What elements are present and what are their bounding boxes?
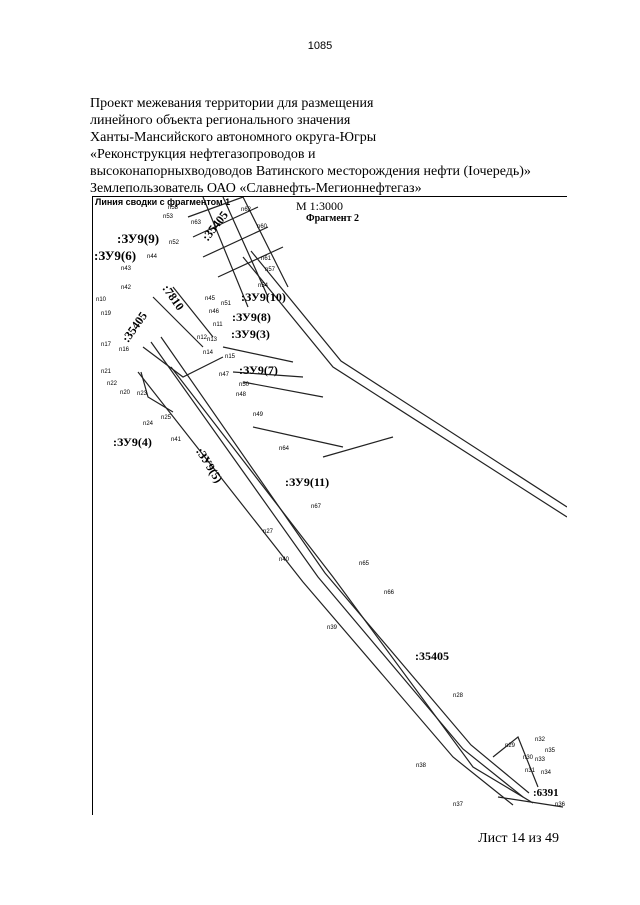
parcel-label: :ЗУ9(3): [231, 327, 270, 341]
point-label: n43: [121, 266, 132, 272]
parcel-label: :ЗУ9(4): [113, 435, 152, 449]
point-label: n50: [239, 382, 250, 388]
corridor-line: [170, 366, 534, 804]
point-label: n48: [236, 392, 247, 398]
point-label: n64: [279, 446, 290, 452]
parcel-label: :ЗУ9(6): [94, 248, 137, 263]
corridor-line: [150, 341, 524, 798]
link-line-label: Линия сводки с фрагментом 1: [95, 197, 231, 207]
point-label: n53: [163, 214, 174, 220]
point-label: n61: [261, 256, 272, 262]
corridor-line: [242, 256, 567, 518]
scale-label: М 1:3000: [296, 199, 344, 213]
corridor-line: [160, 336, 530, 794]
point-label: n24: [143, 421, 154, 427]
point-label: n25: [161, 415, 172, 421]
point-label: n13: [207, 337, 218, 343]
point-label: n65: [359, 561, 370, 567]
corridor-line: [137, 371, 514, 806]
point-label: n40: [279, 557, 290, 563]
map-drawing: [137, 197, 567, 808]
point-label: n54: [258, 283, 269, 289]
point-label: n51: [221, 301, 232, 307]
header-line: Землепользователь ОАО «Славнефть-Мегионн…: [90, 181, 422, 196]
point-label: n30: [523, 755, 534, 761]
sheet-number: Лист 14 из 49: [478, 831, 559, 846]
header-line: высоконапорныхводоводов Ватинского место…: [90, 164, 531, 179]
point-label: n42: [121, 285, 132, 291]
point-label: n44: [147, 254, 158, 260]
point-label: n31: [525, 768, 536, 774]
header-line: линейного объекта регионального значения: [90, 113, 351, 128]
parcel-label: :ЗУ9(10): [241, 290, 286, 304]
parcel-label: :ЗУ9(9): [117, 231, 160, 246]
point-label: n60: [257, 224, 268, 230]
cadastral-map: Линия сводки с фрагментом 1 М 1:3000 Фра…: [92, 196, 567, 815]
parcel-boundary: [140, 286, 224, 413]
point-label: n41: [171, 437, 182, 443]
point-label: n52: [169, 240, 180, 246]
point-label: n46: [209, 309, 220, 315]
point-label: n45: [205, 296, 216, 302]
point-label: n58: [168, 205, 179, 211]
parcel-label: :35405: [415, 649, 449, 663]
point-label: n12: [197, 335, 208, 341]
point-label: n29: [505, 743, 516, 749]
point-label: n67: [311, 504, 322, 510]
point-label: n28: [453, 693, 464, 699]
point-label: n36: [555, 802, 566, 808]
point-label: n34: [541, 770, 552, 776]
point-label: n16: [119, 347, 130, 353]
point-label: n57: [265, 267, 276, 273]
point-label: n14: [203, 350, 214, 356]
parcel-boundary: [492, 736, 564, 808]
point-label: n23: [137, 391, 148, 397]
fragment-label: Фрагмент 2: [306, 213, 359, 224]
point-label: n21: [101, 369, 112, 375]
point-label: n39: [327, 625, 338, 631]
document-header: Проект межевания территории для размещен…: [90, 95, 590, 197]
parcel-label: :6391: [533, 787, 559, 799]
point-label: n17: [101, 342, 112, 348]
point-label: n11: [213, 322, 223, 328]
point-label: n47: [219, 372, 230, 378]
point-label: n37: [453, 802, 464, 808]
header-line: «Реконструкция нефтегазопроводов и: [90, 147, 316, 162]
point-label: n38: [416, 763, 427, 769]
point-label: n33: [535, 757, 546, 763]
point-label: n66: [384, 590, 395, 596]
parcel-label: :ЗУ9(8): [232, 310, 271, 324]
point-label: n62: [241, 207, 252, 213]
leader-line: [222, 346, 394, 458]
point-label: n10: [96, 297, 107, 303]
point-label: n49: [253, 412, 264, 418]
header-line: Ханты-Мансийского автономного округа-Югр…: [90, 130, 377, 145]
corridor-line: [250, 250, 567, 508]
point-label: n22: [107, 381, 118, 387]
point-label: n15: [225, 354, 236, 360]
page-number: 1085: [307, 40, 333, 52]
point-label: n63: [191, 220, 202, 226]
parcel-boundary: [187, 197, 289, 308]
point-label: n19: [101, 311, 112, 317]
point-label: n32: [535, 737, 546, 743]
point-label: n27: [263, 529, 274, 535]
header-line: Проект межевания территории для размещен…: [90, 96, 374, 111]
point-label: n20: [120, 390, 131, 396]
point-label: n35: [545, 748, 556, 754]
parcel-label: :ЗУ9(11): [285, 475, 330, 489]
parcel-label: :ЗУ9(7): [239, 363, 278, 377]
